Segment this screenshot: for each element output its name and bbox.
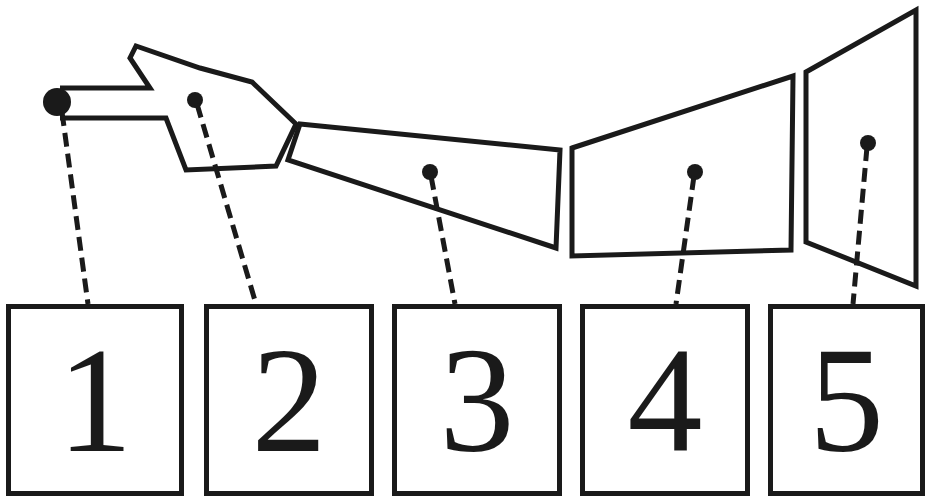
callout-number: 4 xyxy=(628,325,703,475)
forearm-segment xyxy=(288,124,560,248)
upper-arm-segment xyxy=(572,76,793,256)
leader-line xyxy=(197,104,256,304)
leader-line xyxy=(62,112,88,304)
callout-box: 3 xyxy=(392,304,562,496)
leader-line xyxy=(853,147,867,304)
shoulder-segment xyxy=(806,10,916,286)
callout-number: 5 xyxy=(809,325,884,475)
callout-box: 1 xyxy=(6,304,184,496)
fingertip-joint xyxy=(43,88,71,116)
callout-number: 1 xyxy=(58,325,133,475)
callout-number: 2 xyxy=(252,325,327,475)
leader-line xyxy=(676,176,694,304)
callout-box: 4 xyxy=(580,304,750,496)
hand-segment xyxy=(60,46,296,170)
leader-line xyxy=(431,176,455,304)
callout-box: 2 xyxy=(204,304,374,496)
callout-box: 5 xyxy=(768,304,925,496)
callout-number: 3 xyxy=(440,325,515,475)
